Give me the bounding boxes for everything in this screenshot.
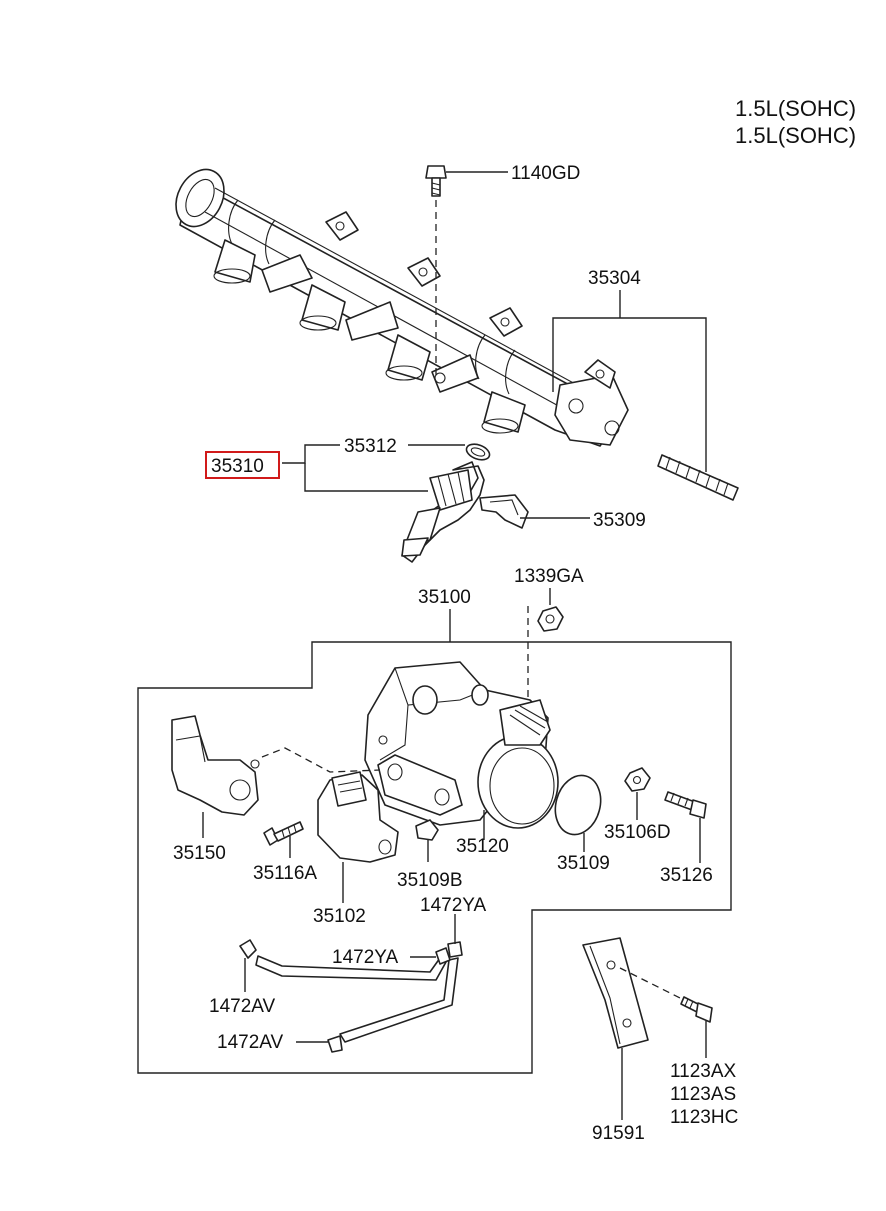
label-1472ya-top: 1472YA — [420, 895, 487, 916]
label-35310[interactable]: 35310 — [211, 456, 264, 477]
throttle-body-drawing — [364, 661, 559, 829]
label-1123hc: 1123HC — [670, 1107, 738, 1128]
leader-35304 — [552, 317, 707, 472]
label-1472ya-mid: 1472YA — [332, 947, 399, 968]
o-ring-drawing — [465, 443, 491, 461]
label-35309: 35309 — [593, 510, 646, 531]
engine-label-1: 1.5L(SOHC) — [735, 96, 856, 121]
label-35126: 35126 — [660, 865, 713, 886]
label-1123ax: 1123AX — [670, 1061, 737, 1082]
engine-label-2: 1.5L(SOHC) — [735, 123, 856, 148]
label-35100: 35100 — [418, 587, 471, 608]
label-35116a: 35116A — [253, 863, 317, 884]
highlight-box-35310 — [205, 451, 280, 479]
leader-35310-lower — [304, 463, 428, 492]
cap-35109-drawing — [554, 774, 602, 836]
injector-clip-drawing — [479, 494, 529, 529]
label-35304: 35304 — [588, 268, 641, 289]
injector-drawing — [401, 461, 485, 563]
isa-actuator-drawing — [317, 771, 399, 863]
screw-35116a-drawing — [263, 821, 304, 846]
nut-35106d-drawing — [624, 767, 651, 792]
label-35109: 35109 — [557, 853, 610, 874]
label-1472av-bottom: 1472AV — [217, 1032, 284, 1053]
plug-35109b-drawing — [415, 819, 439, 841]
bolt-1140gd-drawing — [425, 165, 447, 378]
group-outline-35100 — [137, 641, 732, 1074]
label-35312: 35312 — [344, 436, 397, 457]
bolt-35126-drawing — [664, 791, 707, 819]
bolt-1123-drawing — [619, 967, 713, 1023]
nut-1339ga-drawing — [537, 606, 564, 632]
hose-drawing — [239, 939, 463, 1053]
label-1339ga: 1339GA — [514, 566, 584, 587]
label-1472av-left: 1472AV — [209, 996, 276, 1017]
tps-sensor-drawing — [171, 715, 260, 816]
label-1140gd: 1140GD — [511, 163, 580, 184]
bracket-drawing — [582, 937, 649, 1049]
fuel-rail-drawing — [175, 168, 629, 447]
label-1123as: 1123AS — [670, 1084, 736, 1105]
dashed-35150 — [261, 747, 381, 773]
label-35109b: 35109B — [397, 870, 463, 891]
stud-drawing — [657, 454, 739, 501]
label-35120: 35120 — [456, 836, 509, 857]
label-35150: 35150 — [173, 843, 226, 864]
label-91591: 91591 — [592, 1123, 645, 1144]
leader-35310-upper — [282, 444, 340, 464]
label-35102: 35102 — [313, 906, 366, 927]
label-35106d: 35106D — [604, 822, 671, 843]
